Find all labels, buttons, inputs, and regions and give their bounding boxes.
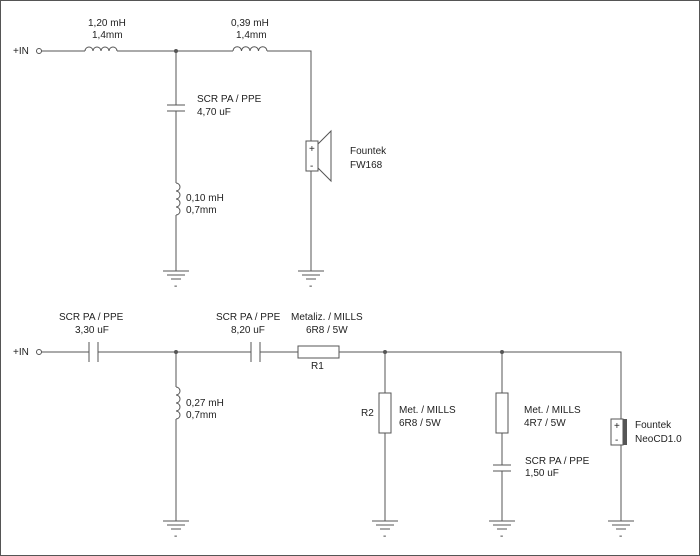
bottom-speaker-ribbon — [623, 419, 627, 445]
bottom-c1-value: 3,30 uF — [75, 325, 109, 336]
bottom-input-terminal — [36, 349, 42, 355]
top-speaker-model: FW168 — [350, 160, 383, 171]
top-l1-value: 1,20 mH — [88, 18, 126, 29]
bottom-speaker-brand: Fountek — [635, 420, 672, 431]
bottom-speaker-minus: - — [615, 435, 618, 446]
woofer-circuit: +IN 1,20 mH 1,4mm 0,39 mH 1,4mm SCR PA /… — [13, 18, 387, 292]
top-inductor-l3 — [175, 182, 181, 216]
bottom-l1-wire-gauge: 0,7mm — [186, 410, 217, 421]
bottom-c2-type: SCR PA / PPE — [216, 312, 281, 323]
top-l2-value: 0,39 mH — [231, 18, 269, 29]
bottom-r1-ref: R1 — [311, 361, 324, 372]
top-c1-type: SCR PA / PPE — [197, 94, 262, 105]
bottom-capacitor-c3 — [493, 464, 511, 472]
top-speaker-plus: + — [309, 144, 315, 155]
bottom-r2-type: Met. / MILLS — [399, 405, 456, 416]
bottom-ground-4-label: - — [619, 531, 622, 542]
top-l3-wire: 0,7mm — [186, 205, 217, 216]
top-c1-value: 4,70 uF — [197, 107, 231, 118]
top-input-label: +IN — [13, 46, 29, 57]
top-inductor-l1 — [84, 46, 118, 52]
bottom-ground-3-symbol — [489, 520, 515, 530]
bottom-input-label: +IN — [13, 347, 29, 358]
top-speaker-minus: - — [310, 161, 313, 172]
bottom-r3-value: 4R7 / 5W — [524, 418, 566, 429]
bottom-ground-2-label: - — [383, 531, 386, 542]
bottom-ground-4-symbol — [608, 520, 634, 530]
bottom-c3-value: 1,50 uF — [525, 468, 559, 479]
bottom-speaker-model: NeoCD1.0 — [635, 434, 682, 445]
top-l1-wire: 1,4mm — [92, 30, 123, 41]
bottom-resistor-r1 — [297, 345, 340, 359]
tweeter-circuit: +IN SCR PA / PPE 3,30 uF SCR PA / PPE 8,… — [13, 312, 682, 542]
top-speaker-brand: Fountek — [350, 146, 387, 157]
bottom-speaker-plus: + — [614, 421, 620, 432]
bottom-c2-value: 8,20 uF — [231, 325, 265, 336]
top-ground-right-symbol — [298, 270, 324, 280]
top-input-terminal — [36, 48, 42, 54]
top-ground-right-label: - — [309, 281, 312, 292]
bottom-c1-type: SCR PA / PPE — [59, 312, 124, 323]
top-l2-wire: 1,4mm — [236, 30, 267, 41]
bottom-l1-value: 0,27 mH — [186, 398, 224, 409]
top-ground-left-label: - — [174, 281, 177, 292]
bottom-r1-type: Metaliz. / MILLS — [291, 312, 363, 323]
bottom-resistor-r3 — [495, 392, 509, 434]
top-ground-left-symbol — [163, 270, 189, 280]
top-l3-value: 0,10 mH — [186, 193, 224, 204]
bottom-r2-ref: R2 — [361, 408, 374, 419]
bottom-resistor-r2 — [378, 392, 392, 434]
bottom-capacitor-c2 — [250, 342, 261, 362]
top-inductor-l2 — [232, 46, 268, 52]
bottom-ground-1-label: - — [174, 531, 177, 542]
top-speaker-fw168: + - — [305, 129, 332, 183]
bottom-ground-1-symbol — [163, 520, 189, 530]
top-speaker-magnet — [305, 140, 319, 172]
top-speaker-cone — [317, 129, 332, 183]
bottom-r3-type: Met. / MILLS — [524, 405, 581, 416]
bottom-r2-value: 6R8 / 5W — [399, 418, 441, 429]
bottom-inductor-l1 — [175, 386, 181, 420]
bottom-r1-value: 6R8 / 5W — [306, 325, 348, 336]
bottom-c3-type: SCR PA / PPE — [525, 456, 590, 467]
bottom-capacitor-c1 — [88, 342, 99, 362]
bottom-speaker-neocd: + - — [610, 418, 627, 446]
top-capacitor-c1 — [167, 104, 185, 112]
bottom-ground-2-symbol — [372, 520, 398, 530]
bottom-ground-3-label: - — [500, 531, 503, 542]
